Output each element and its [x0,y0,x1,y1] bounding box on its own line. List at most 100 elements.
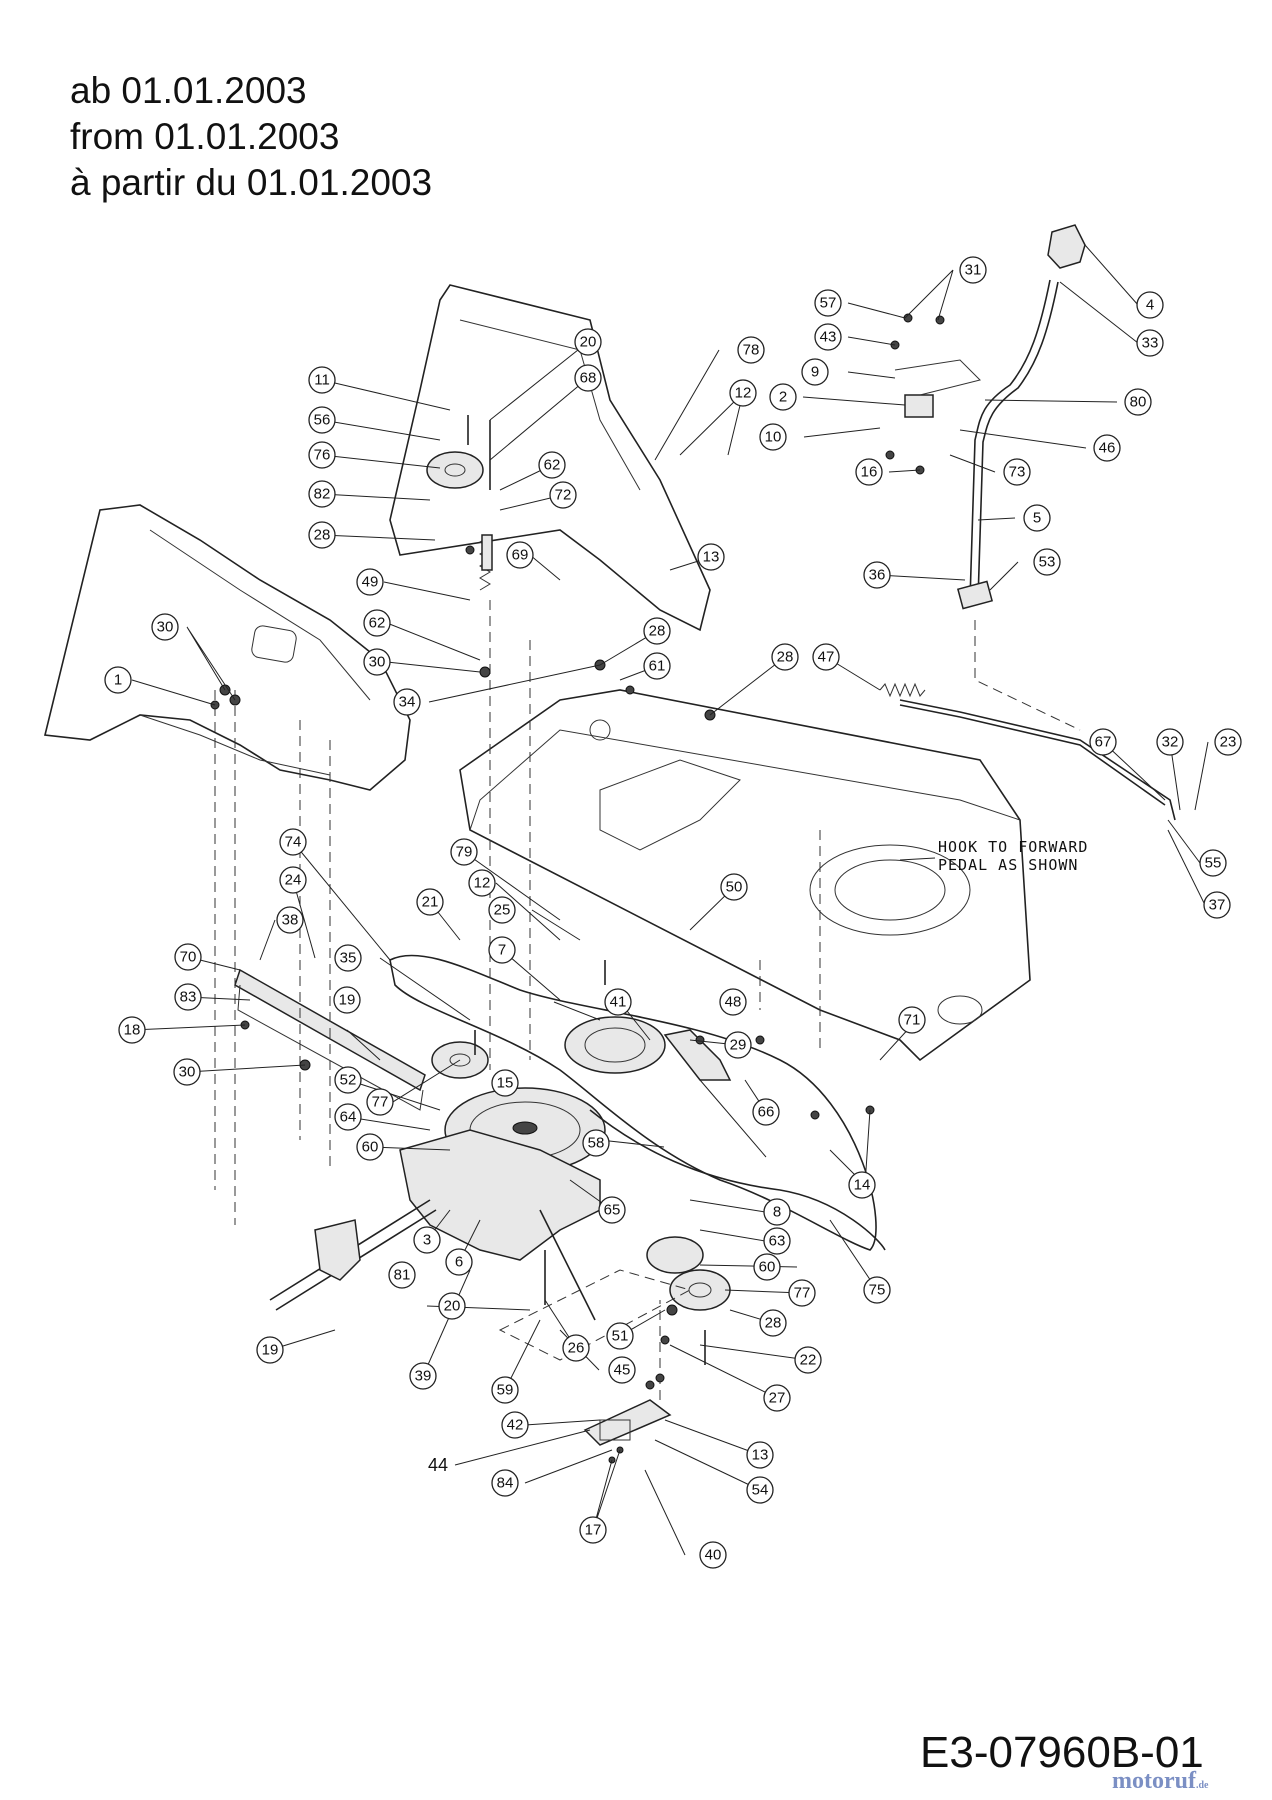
callout-66: 66 [752,1098,780,1126]
callout-17: 17 [579,1516,607,1544]
callout-53: 53 [1033,548,1061,576]
callout-27: 27 [763,1384,791,1412]
callout-72: 72 [549,481,577,509]
callout-22-label: 22 [800,1352,817,1369]
callout-66-label: 66 [758,1104,775,1121]
callout-8-label: 8 [773,1204,781,1221]
callout-80: 80 [1124,388,1152,416]
callout-38-label: 38 [282,912,299,929]
callout-53-label: 53 [1039,554,1056,571]
callout-60b: 60 [753,1253,781,1281]
callout-33-label: 33 [1142,335,1159,352]
idler-pulley-60 [646,1236,704,1274]
callout-26-label: 26 [568,1340,585,1357]
callout-58-label: 58 [588,1135,605,1152]
callout-58: 58 [582,1129,610,1157]
callout-76: 76 [308,441,336,469]
callout-8: 8 [763,1198,791,1226]
left-fender-panel [44,504,411,791]
callout-43-label: 43 [820,329,837,346]
callout-29: 29 [724,1031,752,1059]
callout-59-label: 59 [497,1382,514,1399]
callout-19: 19 [333,986,361,1014]
callout-75: 75 [863,1276,891,1304]
callout-28c-label: 28 [777,649,794,666]
transaxle-housing [399,1129,601,1261]
callout-13b: 13 [746,1441,774,1469]
watermark-suffix: .de [1195,1780,1209,1791]
callout-23: 23 [1214,728,1242,756]
callout-62-label: 62 [544,457,561,474]
callout-72-label: 72 [555,487,572,504]
callout-38: 38 [276,906,304,934]
callout-75-label: 75 [869,1282,886,1299]
callout-63: 63 [763,1227,791,1255]
callout-54: 54 [746,1476,774,1504]
callout-79: 79 [450,838,478,866]
callout-48: 48 [719,988,747,1016]
callout-34: 34 [393,688,421,716]
callout-1: 1 [104,666,132,694]
callout-29-label: 29 [730,1037,747,1054]
callouts: 31 57 4 43 33 9 2 80 10 46 16 73 5 53 36… [104,256,1242,1569]
callout-33: 33 [1136,329,1164,357]
callout-19-label: 19 [339,992,356,1009]
callout-36-label: 36 [869,567,886,584]
callout-70: 70 [174,943,202,971]
callout-77-label: 77 [372,1094,389,1111]
callout-35: 35 [334,944,362,972]
callout-31-label: 31 [965,262,982,279]
callout-15: 15 [491,1069,519,1097]
callout-30: 30 [151,613,179,641]
callout-16: 16 [855,458,883,486]
callout-30b: 30 [363,648,391,676]
callout-47-label: 47 [818,649,835,666]
callout-20b: 20 [438,1292,466,1320]
callout-68-label: 68 [580,370,597,387]
callout-76-label: 76 [314,447,331,464]
callout-50: 50 [720,873,748,901]
callout-62b: 62 [363,609,391,637]
callout-10-label: 10 [765,429,782,446]
callout-71: 71 [898,1006,926,1034]
callout-13-label: 13 [703,549,720,566]
callout-78-label: 78 [743,342,760,359]
callout-64-label: 64 [340,1109,357,1126]
shift-lever [969,279,1051,601]
callout-12b-label: 12 [474,875,491,892]
callout-41-label: 41 [610,994,627,1011]
callout-16-label: 16 [861,464,878,481]
callout-32: 32 [1156,728,1184,756]
callout-51: 51 [606,1322,634,1350]
callout-51-label: 51 [612,1328,629,1345]
callout-1-label: 1 [114,672,122,689]
callout-69-label: 69 [512,547,529,564]
callout-61-label: 61 [649,658,666,675]
callout-12b: 12 [468,869,496,897]
callout-19b-label: 19 [262,1342,279,1359]
callout-11-label: 11 [314,372,330,389]
hook-instruction-note: HOOK TO FORWARD PEDAL AS SHOWN [938,838,1089,874]
frame-plate [459,689,1031,1062]
callout-46-label: 46 [1099,440,1116,457]
engine-pulley-7 [564,1016,666,1074]
callout-56: 56 [308,406,336,434]
callout-18: 18 [118,1016,146,1044]
callout-10: 10 [759,423,787,451]
callout-39: 39 [409,1362,437,1390]
callout-4: 4 [1136,291,1164,319]
callout-14: 14 [848,1171,876,1199]
callout-3: 3 [413,1226,441,1254]
callout-42: 42 [501,1411,529,1439]
callout-42-label: 42 [507,1417,524,1434]
callout-77b-label: 77 [794,1285,811,1302]
belt-75 [589,1109,886,1251]
callout-46: 46 [1093,434,1121,462]
callout-28d: 28 [759,1309,787,1337]
callout-60-label: 60 [362,1139,379,1156]
callout-25-label: 25 [494,902,511,919]
callout-40-label: 40 [705,1547,722,1564]
callout-52: 52 [334,1066,362,1094]
callout-83-label: 83 [180,989,197,1006]
